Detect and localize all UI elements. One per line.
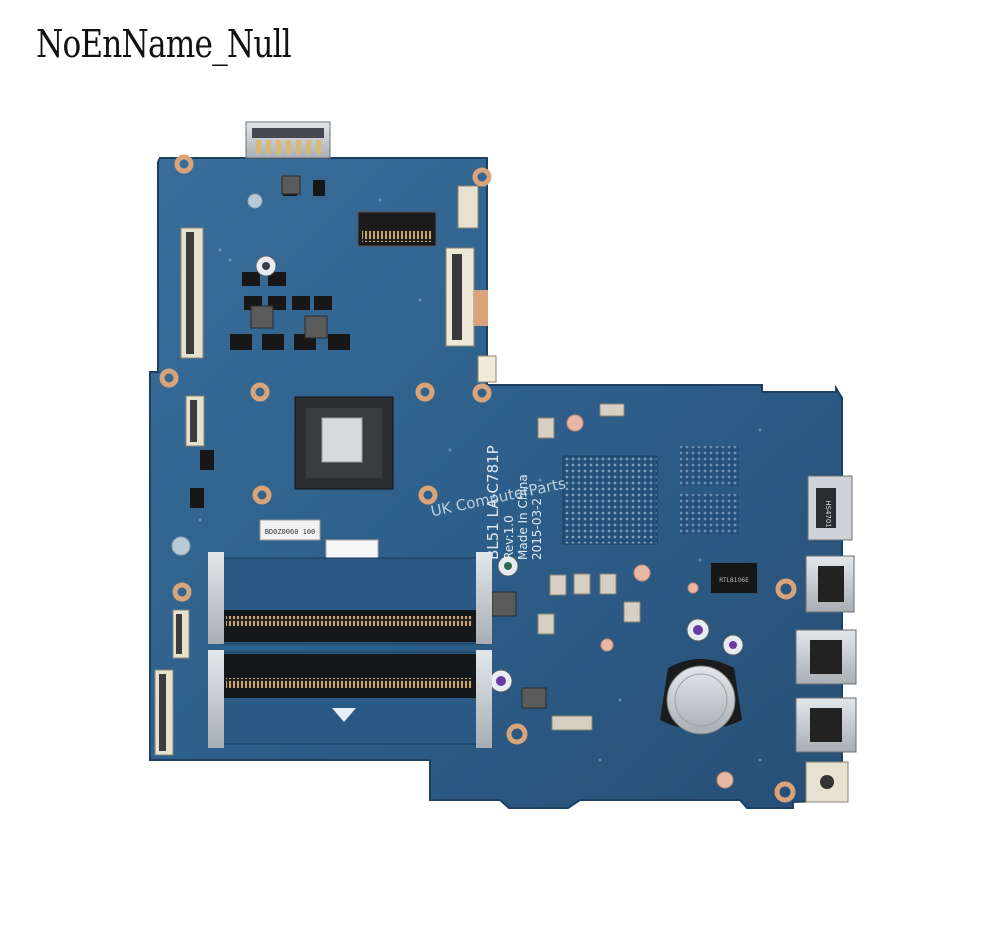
inductors <box>250 175 547 709</box>
cpu-chip <box>294 396 394 490</box>
ribbon-connectors-left <box>154 227 205 756</box>
chipset-bga <box>562 446 740 545</box>
silkscreen-rev: Rev:1.0 <box>502 515 516 560</box>
screw-pads <box>159 154 797 803</box>
usb-port-1 <box>805 555 855 613</box>
vias <box>198 198 762 762</box>
usb-port-3 <box>795 697 857 753</box>
lan-jack: HS4701 <box>807 475 853 541</box>
usb-port-2 <box>795 629 857 685</box>
m2-slot <box>357 185 497 383</box>
ram-slot-2 <box>208 650 492 748</box>
silkscreen-made: Made In China <box>516 474 530 560</box>
cmos-battery <box>660 659 742 735</box>
lan-jack-label: HS4701 <box>824 500 832 528</box>
capacitors <box>255 255 744 693</box>
silkscreen-date: 2015-03-2 <box>530 498 544 560</box>
watermark-text: NoEnName_Null <box>36 22 292 66</box>
audio-jack <box>805 761 849 803</box>
lan-chip-label: RTL8106E <box>719 577 749 584</box>
battery-connector <box>245 121 331 159</box>
smd-parts <box>537 403 641 731</box>
sticker-barcode: BD0Z0060 100 <box>265 528 316 536</box>
test-pads <box>171 193 734 789</box>
lan-chip: RTL8106E <box>711 563 757 593</box>
silkscreen-model: BL51 LA-C781P <box>484 445 502 560</box>
ram-slot-1 <box>208 552 492 645</box>
power-mosfets <box>190 178 350 508</box>
